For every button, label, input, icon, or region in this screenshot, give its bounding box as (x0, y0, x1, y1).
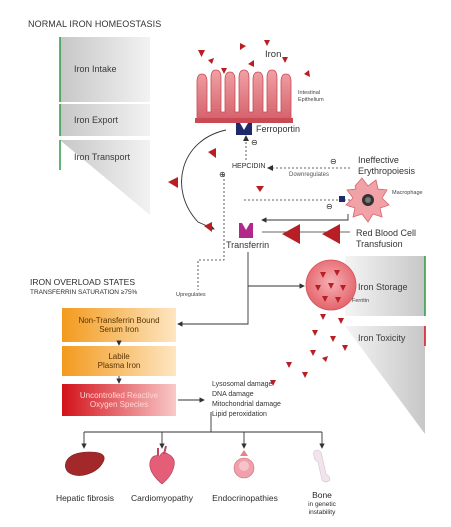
transferrin-to-ntbi-arrow (177, 286, 249, 327)
minus-sign-3: ⊖ (326, 202, 333, 211)
label-rbc-1: Red Blood Cell (356, 228, 417, 238)
ntbi-box (62, 308, 176, 342)
label-iron-export: Iron Export (74, 115, 119, 125)
label-hepcidin: HEPCIDIN (232, 163, 266, 170)
side-panel-iron-transport (59, 140, 150, 215)
iron-particles (168, 40, 348, 386)
lpi-box (62, 346, 176, 376)
side-panel-iron-intake (59, 37, 150, 102)
outcome-branches (81, 412, 325, 449)
ntbi-line-1: Non-Transferrin Bound (78, 316, 160, 325)
macrophage-to-transferrin-arrow (261, 214, 349, 223)
heart-icon (149, 445, 175, 485)
label-hepatic-fibrosis: Hepatic fibrosis (55, 493, 115, 503)
label-epithelium-1: Intestinal (298, 90, 321, 96)
label-iron-toxicity: Iron Toxicity (358, 333, 406, 343)
hepcidin-regulation-lines (197, 140, 351, 290)
minus-sign-2: ⊖ (330, 157, 337, 166)
intestinal-villi (195, 69, 293, 123)
label-downregulates: Downregulates (289, 172, 330, 178)
damage-item: DNA damage (212, 390, 254, 398)
label-bone-2: in genetic (308, 501, 336, 508)
label-iron: Iron (265, 49, 282, 60)
ros-box (62, 384, 176, 416)
label-ferroportin: Ferroportin (256, 124, 301, 134)
label-iron-intake: Iron Intake (74, 64, 117, 74)
lpi-line-2: Plasma Iron (97, 361, 141, 370)
label-bone: Bone (312, 490, 332, 500)
damage-list: Lysosomal damage DNA damage Mitochondria… (212, 380, 281, 420)
label-cardiomyopathy: Cardiomyopathy (131, 493, 193, 503)
bone-icon (313, 449, 331, 483)
damage-item: Mitochondrial damage (212, 400, 281, 408)
side-panel-iron-toxicity (345, 326, 426, 434)
label-iron-storage: Iron Storage (358, 282, 408, 292)
lpi-label: Labile Plasma Iron (62, 346, 176, 376)
transferrin-to-storage-arrow (247, 252, 305, 289)
transferrin-icon (239, 223, 253, 238)
ferroportin-icon (236, 123, 252, 135)
macrophage-icon (339, 177, 390, 223)
side-panel-iron-storage (345, 256, 426, 316)
label-upregulates: Upregulates (176, 292, 206, 298)
overload-title: IRON OVERLOAD STATES (30, 277, 136, 287)
label-ineffective-1: Ineffective (358, 155, 399, 165)
label-epithelium-2: Epithelium (298, 97, 324, 103)
label-macrophage: Macrophage (392, 190, 423, 196)
page-title: NORMAL IRON HOMEOSTASIS (28, 19, 162, 29)
ntbi-line-2: Serum Iron (99, 325, 139, 334)
liver-icon (65, 451, 105, 476)
regulation-arrowheads (243, 135, 273, 171)
label-transferrin: Transferrin (226, 240, 270, 250)
endocrine-icon (233, 450, 255, 479)
label-ineffective-2: Erythropoiesis (358, 166, 416, 176)
damage-item: Lipid peroxidation (212, 410, 267, 418)
ros-line-1: Uncontrolled Reactive (79, 391, 159, 400)
minus-sign-1: ⊖ (251, 138, 258, 147)
damage-item: Lysosomal damage (212, 381, 273, 388)
label-iron-transport: Iron Transport (74, 152, 131, 162)
ros-line-2: Oxygen Species (89, 400, 149, 409)
label-ferritin: Ferritin (352, 298, 370, 304)
ros-label: Uncontrolled Reactive Oxygen Species (62, 384, 176, 416)
rbc-triangles (282, 224, 340, 244)
label-endocrinopathies: Endocrinopathies (212, 493, 278, 503)
label-bone-3: instability (308, 509, 336, 516)
iron-storage-ferritin (305, 259, 357, 311)
side-panel-iron-export (59, 104, 150, 136)
overload-subtitle: TRANSFERRIN SATURATION ≥75% (30, 289, 138, 296)
export-flow-arrow (181, 129, 227, 230)
plus-sign: ⊕ (219, 170, 226, 179)
lpi-line-1: Labile (108, 352, 130, 361)
label-rbc-2: Transfusion (356, 239, 403, 249)
ntbi-label: Non-Transferrin Bound Serum Iron (62, 308, 176, 342)
